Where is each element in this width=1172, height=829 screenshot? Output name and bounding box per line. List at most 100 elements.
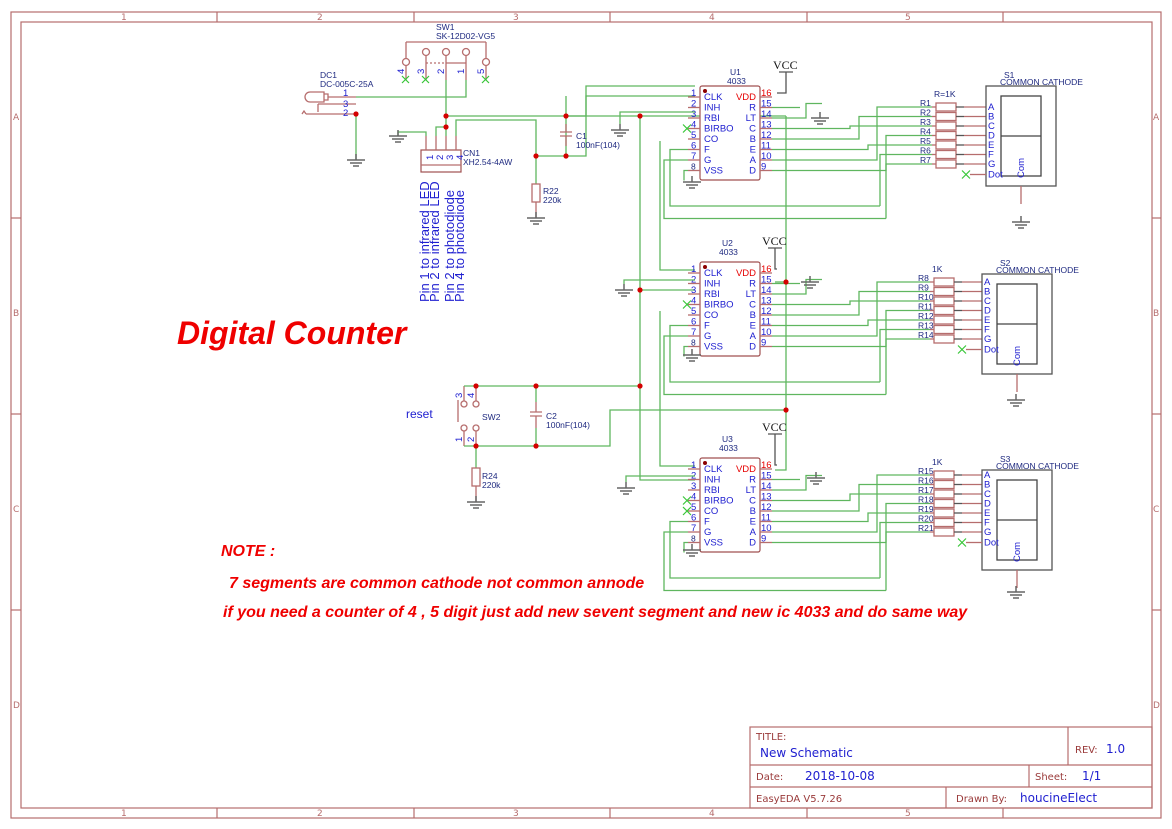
svg-text:3: 3 <box>416 69 427 74</box>
svg-text:4: 4 <box>466 393 477 398</box>
resistor <box>933 296 955 306</box>
display-pin-label: E <box>984 315 990 326</box>
sw2-reset-button[interactable]: reset SW2 3 4 1 2 <box>406 386 501 446</box>
resistor <box>933 334 955 344</box>
no-connect-mark <box>682 496 692 505</box>
svg-text:reset: reset <box>406 407 433 421</box>
display-pin-label: G <box>984 334 991 345</box>
display-pin-label: C <box>984 489 991 500</box>
cn1-pin-note: Pin 4 to photodiode <box>452 190 467 302</box>
svg-text:2: 2 <box>436 69 447 74</box>
display-pin-label: A <box>988 102 995 113</box>
resistor <box>933 277 955 287</box>
pin-number: 6 <box>691 141 696 152</box>
svg-text:C2: C2 <box>546 411 557 421</box>
wire-junction <box>783 279 789 285</box>
pin-number: 9 <box>761 162 766 173</box>
vcc-label: VCC <box>762 234 787 248</box>
zone-col-top: 4 <box>709 13 715 23</box>
pin-name: C <box>749 124 756 135</box>
pin-name: BIRBO <box>704 124 734 135</box>
wire-junction <box>473 443 479 449</box>
pin-number: 11 <box>761 141 771 152</box>
pin-name: F <box>704 321 710 332</box>
pin-name: VDD <box>736 268 756 279</box>
resistor <box>933 517 955 528</box>
resistor-ref: R17 <box>918 485 934 495</box>
zone-col-bottom: 5 <box>905 809 911 819</box>
display-type: COMMON CATHODE <box>996 461 1079 471</box>
display-type: COMMON CATHODE <box>996 265 1079 275</box>
pin-name: E <box>750 145 756 156</box>
sw1-switch: SW1 SK-12D02-VG5 4 3 2 1 5 <box>396 22 495 84</box>
svg-text:1: 1 <box>425 155 436 160</box>
pin-number: 6 <box>691 513 696 524</box>
resistor <box>933 286 955 297</box>
display-pin-label: E <box>984 508 990 519</box>
wire-junction <box>783 407 789 413</box>
resistor <box>933 305 955 316</box>
pin-name: VSS <box>704 538 723 549</box>
c1-capacitor: C1 100nF(104) <box>560 124 620 150</box>
resistor-ref: R16 <box>918 476 934 486</box>
resistor <box>933 315 955 325</box>
input-wires <box>355 80 786 184</box>
pin-name: CO <box>704 134 718 145</box>
pin-number: 5 <box>691 502 696 513</box>
pin-number: 12 <box>761 306 772 317</box>
svg-text:2: 2 <box>466 437 477 442</box>
pin-name: LT <box>746 113 757 124</box>
ground-icon <box>467 496 485 509</box>
sheet-frame <box>10 11 1162 819</box>
resistor <box>933 479 955 490</box>
svg-text:4: 4 <box>455 155 466 160</box>
zone-col-top: 2 <box>317 13 323 23</box>
pin-number: 15 <box>761 99 772 110</box>
pin-name: D <box>749 538 756 549</box>
pin-name: INH <box>704 475 721 486</box>
ground-icon <box>1007 586 1025 599</box>
reset-wires <box>464 385 786 468</box>
zone-row-left: C <box>13 505 19 515</box>
resistor <box>935 111 957 122</box>
no-connect-mark <box>957 345 967 354</box>
svg-text:3: 3 <box>445 155 456 160</box>
resistor-ref: R12 <box>918 311 934 321</box>
wire-junction <box>637 287 643 293</box>
svg-text:1: 1 <box>343 88 348 99</box>
pin-name: BIRBO <box>704 496 734 507</box>
revision: 1.0 <box>1106 742 1125 756</box>
pin-name: A <box>750 155 757 166</box>
resistor-ref: R13 <box>918 321 934 331</box>
resistor <box>933 324 955 335</box>
svg-text:TITLE:: TITLE: <box>755 732 786 743</box>
pin-number: 15 <box>761 471 772 482</box>
ground-icon <box>683 544 701 557</box>
pin-name: R <box>749 475 756 486</box>
pin-number: 12 <box>761 502 772 513</box>
zone-col-bottom: 3 <box>513 809 519 819</box>
pin-number: 3 <box>691 481 696 492</box>
resistor-ref: R3 <box>920 117 931 127</box>
wire-junction <box>637 113 643 119</box>
pin-name: RBI <box>704 485 720 496</box>
resistor <box>935 121 957 131</box>
c2-capacitor: C2 100nF(104) <box>530 402 590 430</box>
resistor <box>935 140 957 150</box>
pin-number: 14 <box>761 285 772 296</box>
resistor <box>935 102 957 112</box>
pin-name: CLK <box>704 464 723 475</box>
zone-col-top: 3 <box>513 13 519 23</box>
display-pin-label: C <box>984 296 991 307</box>
svg-text:R22: R22 <box>543 186 559 196</box>
resistor-ref: R11 <box>918 302 933 312</box>
svg-text:DC1: DC1 <box>320 70 337 80</box>
pin-number: 3 <box>691 109 696 120</box>
wire-junction <box>533 443 539 449</box>
pin-number: 7 <box>691 327 696 338</box>
pin-number: 1 <box>691 264 696 275</box>
ic-ref: U3 <box>722 434 733 444</box>
